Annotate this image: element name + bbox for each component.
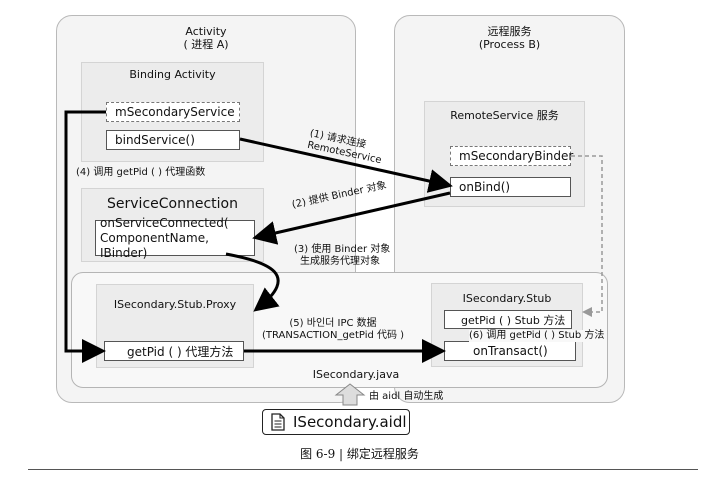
on-bind-method: onBind() bbox=[450, 177, 571, 197]
arrow-provide-binder bbox=[252, 191, 451, 245]
get-pid-stub-method: getPid ( ) Stub 方法 bbox=[444, 310, 572, 329]
bind-service-method: bindService() bbox=[106, 130, 240, 150]
dashed-binder-link bbox=[571, 155, 603, 317]
m-secondary-service-field: mSecondaryService bbox=[106, 102, 240, 122]
remote-title: 远程服务 (Process B) bbox=[478, 25, 541, 51]
m-secondary-binder-field: mSecondaryBinder bbox=[450, 146, 573, 166]
caption-divider bbox=[28, 469, 698, 470]
isecondary-java-label: ISecondary.java bbox=[312, 368, 400, 381]
step5-label: (5) 바인더 IPC 数据 (TRANSACTION_getPid 代码 ) bbox=[262, 318, 405, 341]
proxy-title: ISecondary.Stub.Proxy bbox=[113, 298, 237, 311]
arrow-call-proxy bbox=[64, 110, 106, 363]
arrow-bind-request bbox=[239, 137, 453, 193]
aidl-generated-label: 由 aidl 自动生成 bbox=[369, 391, 444, 402]
step4-label: (4) 调用 getPid ( ) 代理函数 bbox=[76, 167, 206, 178]
service-connection-title: ServiceConnection bbox=[107, 196, 238, 212]
figure-caption: 图 6-9 | 绑定远程服务 bbox=[300, 447, 419, 461]
step6-label: (6) 调用 getPid ( ) Stub 方法 bbox=[469, 330, 605, 342]
binding-activity-title: Binding Activity bbox=[129, 68, 216, 81]
stub-title: ISecondary.Stub bbox=[462, 292, 552, 305]
activity-title: Activity ( 进程 A) bbox=[183, 25, 229, 51]
remote-service-title: RemoteService 服务 bbox=[450, 109, 559, 122]
step3-label: (3) 使用 Binder 对象 生成服务代理对象 bbox=[294, 244, 391, 267]
on-service-connected-method: onServiceConnected( ComponentName, IBind… bbox=[95, 216, 255, 260]
arrow-create-proxy bbox=[225, 252, 280, 312]
aidl-file-box: ISecondary.aidl bbox=[262, 409, 410, 435]
document-icon bbox=[271, 413, 285, 431]
aidl-file-name: ISecondary.aidl bbox=[293, 413, 407, 431]
aidl-generate-arrow bbox=[334, 383, 366, 406]
